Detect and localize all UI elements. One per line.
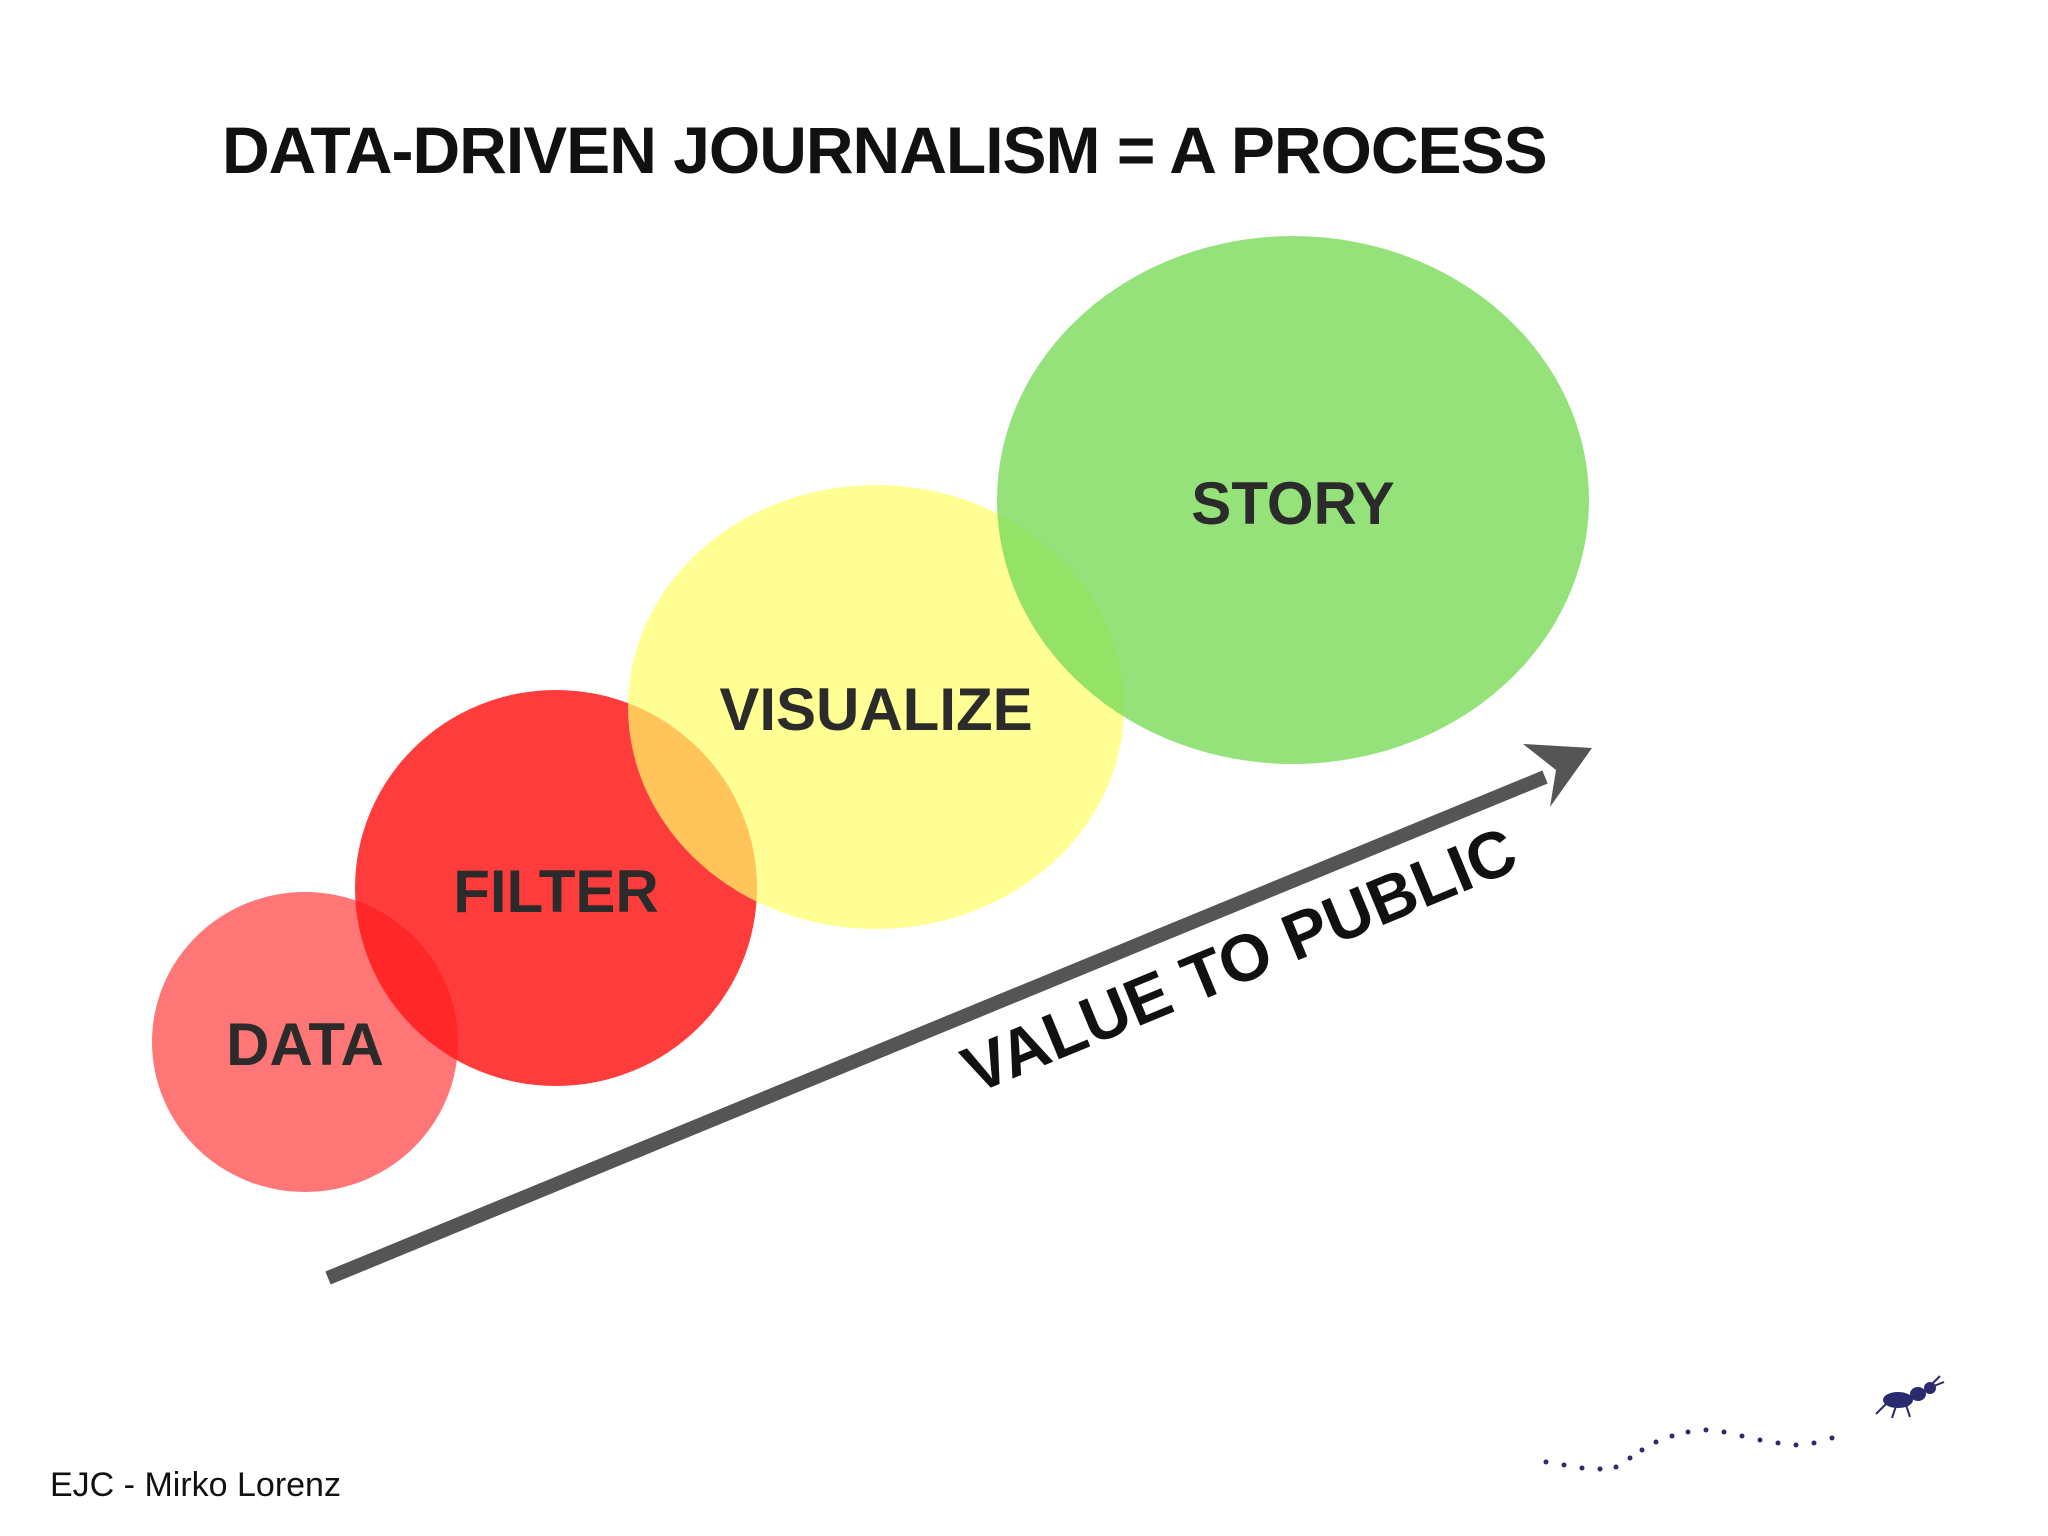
slide-title: DATA-DRIVEN JOURNALISM = A PROCESS (222, 113, 1548, 187)
stage-circle-story (997, 236, 1589, 764)
stage-label-data: DATA (226, 1011, 384, 1078)
stage-label-visualize: VISUALIZE (719, 676, 1032, 743)
value-arrow (325, 744, 1592, 1285)
arrow-shaft (325, 770, 1548, 1285)
stage-label-story: STORY (1191, 470, 1394, 537)
stage-circle-visualize (628, 485, 1124, 929)
arrow-head (1523, 744, 1592, 807)
stage-label-filter: FILTER (453, 858, 659, 925)
ant-trail-logo-icon (1543, 1375, 1945, 1472)
footer-credit: EJC - Mirko Lorenz (50, 1466, 341, 1504)
